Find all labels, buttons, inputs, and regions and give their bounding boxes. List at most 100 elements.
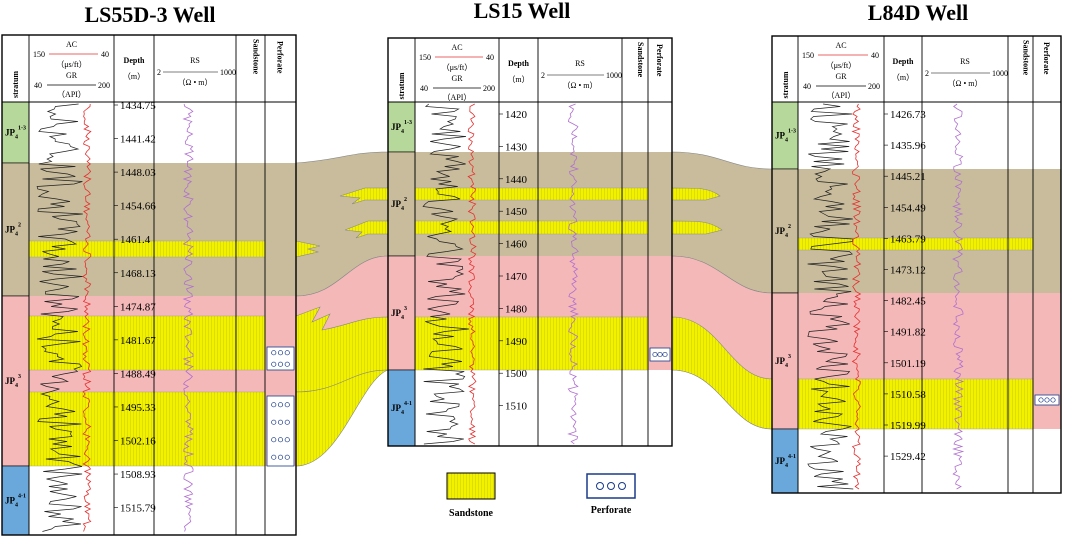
perforate-circle-icon — [1044, 397, 1050, 403]
header-gr-unit: （API） — [443, 93, 472, 102]
panel-frame — [771, 35, 1062, 494]
perforate-circle-icon — [607, 482, 615, 490]
stratum-cell — [771, 168, 799, 294]
rs-curve — [567, 103, 580, 445]
header-rs: RS — [575, 59, 585, 68]
ac-curve — [81, 103, 92, 532]
depth-label: 1502.16 — [120, 436, 156, 448]
stratum-sup: 2 — [404, 197, 407, 203]
well-panel-ls55d-3: JP41-3JP42JP43JP44-11434.751441.421448.0… — [1, 34, 297, 536]
header-ac: AC — [66, 40, 77, 49]
header-gr-unit: （API） — [827, 91, 856, 100]
legend-sandstone-swatch — [446, 472, 496, 500]
header-rs-min: 2 — [541, 71, 545, 80]
depth-label: 1468.13 — [120, 268, 156, 280]
sandstone-layer — [414, 187, 649, 201]
depth-label: 1463.79 — [890, 233, 926, 245]
depth-label: 1480 — [505, 303, 528, 315]
stratum-cell — [771, 428, 799, 494]
legend: Sandstone Perforate — [446, 472, 636, 519]
perforate-circle-icon — [284, 361, 290, 367]
header-rs-max: 1000 — [606, 71, 622, 80]
band-sand-wedge-ls15-b — [344, 220, 389, 239]
stratum-sup: 2 — [18, 223, 21, 229]
perforate-circle-icon — [284, 350, 290, 356]
header-gr-unit: （API） — [57, 90, 86, 99]
header-ac-min: 150 — [802, 51, 814, 60]
depth-label: 1441.42 — [120, 134, 156, 146]
perforate-circle-icon — [271, 419, 277, 425]
sandstone-layer — [414, 316, 649, 371]
header-rs-min: 2 — [157, 68, 161, 77]
depth-label: 1488.49 — [120, 368, 156, 380]
stratum-cell — [1, 101, 30, 164]
rs-curve — [182, 103, 195, 532]
gr-curve — [36, 103, 83, 532]
header-gr: GR — [66, 71, 78, 80]
depth-label: 1508.93 — [120, 469, 156, 481]
depth-label: 1501.19 — [890, 358, 926, 370]
header-ac: AC — [451, 43, 462, 52]
stratum-sub: 4 — [15, 135, 18, 141]
depth-label: 1420 — [505, 109, 528, 121]
perforate-circle-icon — [1038, 397, 1044, 403]
ac-curve — [467, 103, 477, 445]
header-perforate: Perforate — [1042, 42, 1051, 75]
stratum-sub: 4 — [15, 383, 18, 389]
perforate-circle-icon — [271, 437, 277, 443]
rs-curve — [952, 103, 965, 490]
perforate-circle-icon — [284, 402, 290, 408]
panel-frame — [387, 37, 673, 447]
legend-sandstone-label: Sandstone — [449, 508, 493, 519]
header-ac-max: 40 — [871, 51, 879, 60]
header-stratum: stratum — [397, 72, 406, 99]
header-rs-max: 1000 — [220, 68, 236, 77]
depth-label: 1482.45 — [890, 296, 926, 308]
band-sand-wedge-ls15-a — [339, 187, 389, 205]
depth-label: 1430 — [505, 141, 528, 153]
header-background — [2, 35, 296, 102]
header-gr: GR — [835, 72, 847, 81]
legend-perforate-swatch — [586, 473, 636, 499]
header-sandstone: Sandstone — [636, 42, 645, 78]
stratum-sup: 1-3 — [404, 120, 412, 126]
stratum-sub: 4 — [401, 315, 404, 321]
sandstone-layer — [28, 391, 266, 467]
depth-label: 1510 — [505, 401, 528, 413]
depth-label: 1495.33 — [120, 402, 156, 414]
stratum-sup: 2 — [788, 224, 791, 230]
perforate-circle-icon — [277, 419, 284, 425]
header-depth-unit: （m） — [123, 72, 145, 81]
depth-label: 1454.49 — [890, 202, 926, 214]
header-rs-max: 1000 — [992, 69, 1008, 78]
stratum-sub: 4 — [785, 138, 788, 144]
well-panel-ls15: JP41-3JP42JP43JP44-114201430144014501460… — [387, 37, 673, 447]
depth-label: 1519.99 — [890, 420, 926, 432]
header-rs: RS — [960, 57, 970, 66]
depth-label: 1461.4 — [120, 234, 151, 246]
header-rs-unit: （Ω • m） — [563, 81, 598, 90]
header-depth: Depth — [508, 59, 529, 68]
header-sandstone: Sandstone — [1022, 40, 1031, 76]
depth-label: 1435.96 — [890, 140, 926, 152]
perforate-circle-icon — [652, 351, 658, 358]
band-sand-pinch-ls15-b — [671, 220, 723, 235]
header-stratum: stratum — [11, 71, 20, 98]
band-sand-lower-left-2 — [295, 369, 389, 467]
well-title-l84d: L84D Well — [868, 0, 968, 25]
header-ac: AC — [835, 41, 846, 50]
header-ac-min: 150 — [419, 53, 431, 62]
header-background — [388, 38, 672, 102]
stratum-sup: 4-1 — [404, 401, 412, 407]
header-ac-unit: （μs/ft） — [56, 60, 87, 69]
stratum-sub: 4 — [401, 206, 404, 212]
zone-band — [2, 163, 296, 296]
depth-label: 1448.03 — [120, 167, 156, 179]
depth-label: 1454.66 — [120, 201, 156, 213]
perforation-interval — [266, 346, 295, 371]
perforate-circle-icon — [271, 402, 277, 408]
depth-label: 1470 — [505, 271, 528, 283]
perforate-circle-icon — [277, 402, 284, 408]
stratum-sup: 1-3 — [788, 129, 796, 135]
header-gr-min: 40 — [803, 82, 811, 91]
